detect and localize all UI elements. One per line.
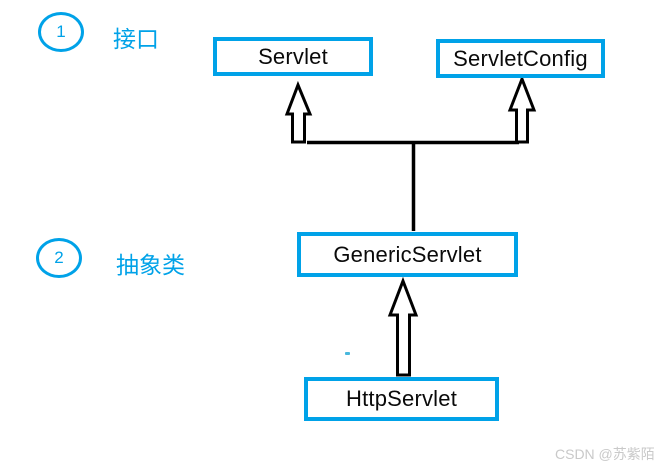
legend-circle-1: 1: [38, 12, 84, 52]
legend-number-2: 2: [54, 248, 64, 267]
node-servletconfig: ServletConfig: [436, 39, 605, 78]
stray-ink-dot: [345, 352, 350, 355]
legend-label-abstract-class: 抽象类: [116, 252, 185, 278]
legend-label-interface: 接口: [113, 26, 159, 52]
inheritance-arrow-to-genericservlet-icon: [387, 276, 419, 377]
node-genericservlet-label: GenericServlet: [333, 241, 482, 267]
legend-circle-2: 2: [36, 238, 82, 278]
node-httpservlet-label: HttpServlet: [345, 386, 458, 411]
node-servlet-label: Servlet: [258, 43, 328, 69]
node-genericservlet: GenericServlet: [297, 232, 518, 277]
csdn-watermark: CSDN @苏紫陌: [555, 446, 655, 462]
inheritance-arrow-to-servlet-icon: [284, 80, 313, 144]
node-servletconfig-label: ServletConfig: [453, 45, 588, 71]
legend-number-1: 1: [56, 22, 66, 41]
node-servlet: Servlet: [213, 37, 373, 76]
node-httpservlet: HttpServlet: [304, 377, 499, 421]
inheritance-arrow-to-servletconfig-icon: [507, 74, 537, 144]
